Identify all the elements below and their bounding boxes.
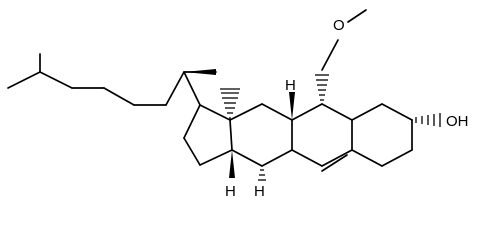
c13-methyl-hash — [220, 88, 240, 119]
bond-o-ch3 — [347, 9, 367, 23]
bond-b-4 — [321, 149, 353, 167]
c3-hydroxyl: OH — [415, 113, 469, 130]
bond-side-1 — [7, 71, 41, 89]
bond-ch2-o — [321, 39, 339, 71]
hydrogen-c8-label: H — [254, 183, 265, 200]
bond-side-9 — [183, 71, 201, 106]
bond-d-4 — [199, 149, 233, 166]
bond-d-5 — [229, 119, 233, 151]
bond-a-4 — [381, 149, 413, 167]
ether-oxygen-label: O — [333, 17, 345, 34]
bond-c-5 — [231, 149, 263, 167]
bond-b-2 — [321, 103, 353, 121]
bond-a-5 — [351, 149, 383, 167]
hydrogen-c9-label: H — [285, 77, 296, 94]
bond-a-2 — [381, 103, 413, 121]
bond-b-1 — [291, 103, 323, 121]
bond-d-2 — [199, 104, 231, 121]
bond-d-1 — [183, 104, 201, 139]
wedge-c20-methyl — [184, 69, 216, 75]
bond-c-2 — [261, 103, 293, 121]
bond-side-7 — [165, 71, 185, 106]
side-chain — [7, 53, 217, 106]
bond-c-1 — [229, 103, 263, 121]
ring-b — [291, 103, 353, 172]
bond-b-5 — [291, 149, 323, 167]
ring-c — [229, 103, 293, 167]
bond-side-3 — [39, 71, 73, 89]
c10-methoxymethyl: O — [315, 9, 367, 101]
hydroxyl-label: OH — [446, 113, 469, 130]
bond-b-4-double — [321, 154, 348, 172]
bond-c-4 — [261, 149, 293, 167]
bond-a-1 — [351, 103, 383, 121]
wedge-c14-h — [229, 150, 235, 178]
ring-a — [351, 103, 413, 167]
bond-side-5 — [103, 87, 135, 106]
bond-d-3 — [183, 137, 201, 166]
wedge-c9-h — [289, 92, 295, 120]
steroid-structure-diagram: H H H O — [7, 9, 469, 200]
ring-d — [183, 104, 233, 166]
hydrogen-c14-label: H — [225, 183, 236, 200]
stereo-hydrogens: H H H — [225, 77, 296, 200]
